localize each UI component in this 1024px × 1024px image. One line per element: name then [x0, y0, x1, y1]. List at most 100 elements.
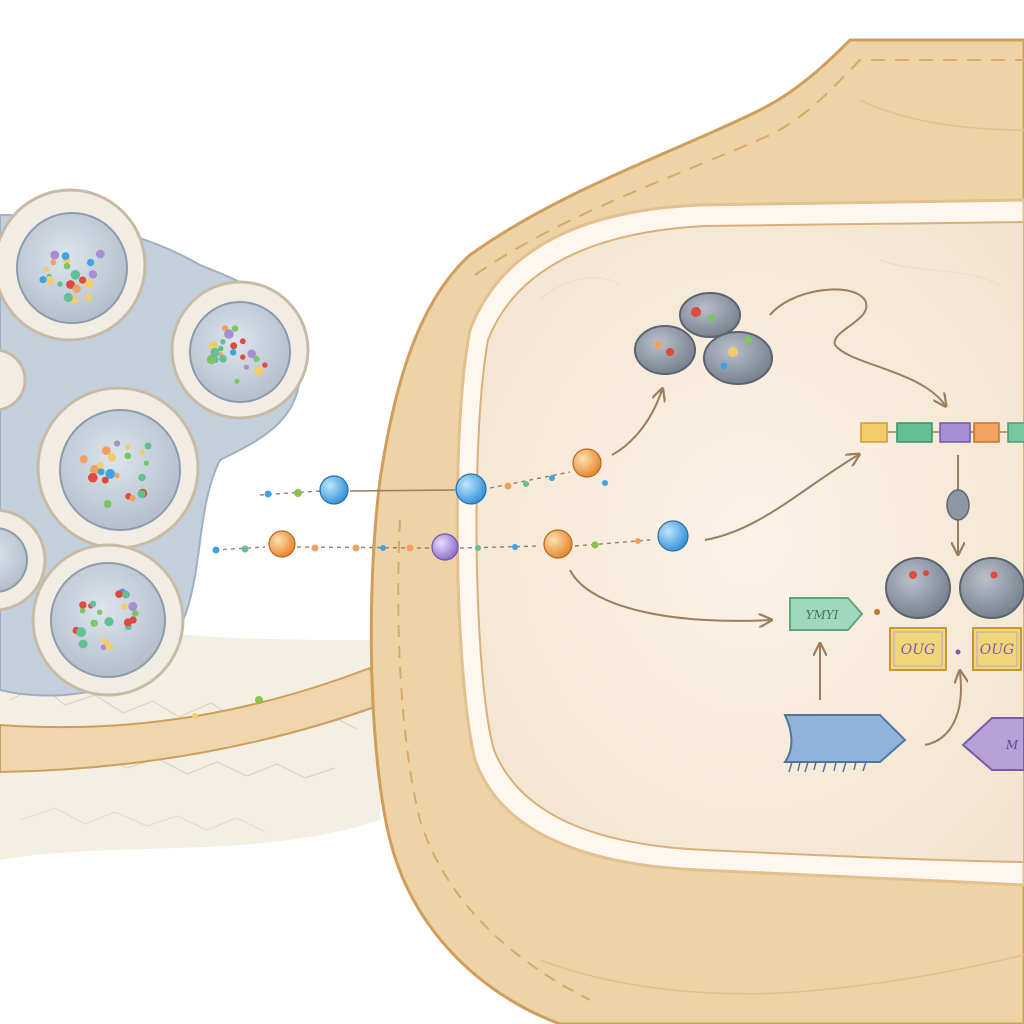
nucleus-granule	[89, 600, 97, 608]
nucleus-granule	[125, 444, 131, 450]
nucleus-granule	[57, 281, 63, 287]
left-protein-box: OUG	[889, 627, 947, 671]
receptor-protein-icon	[783, 714, 907, 773]
nucleus-granule	[123, 618, 132, 627]
nucleus-granule	[231, 325, 239, 332]
cluster-cell-3	[36, 386, 200, 550]
signal-molecule-icon	[431, 533, 459, 561]
nucleus-granule	[137, 490, 146, 499]
nucleus-granule	[88, 472, 98, 483]
nucleus-granule	[50, 259, 57, 266]
receptor-protein-icon: M	[961, 717, 1024, 771]
nucleus-granule	[262, 362, 268, 368]
curved-arrow-icon	[569, 569, 770, 621]
nucleus-granule	[128, 601, 138, 611]
nucleus-granule	[87, 259, 95, 267]
nucleus-granule	[132, 610, 139, 617]
nucleus-granule	[230, 349, 237, 356]
nucleus-granule	[90, 619, 98, 627]
curved-arrow-icon	[924, 672, 961, 746]
nucleus-granule	[100, 644, 107, 650]
ribosome-icon	[885, 557, 951, 619]
nucleus-granule	[234, 378, 240, 384]
nucleus-granule	[114, 472, 120, 479]
nucleus-granule	[97, 609, 103, 615]
nucleus-granule	[101, 476, 109, 484]
signal-molecule-icon	[572, 448, 602, 478]
nucleus-granule	[115, 590, 123, 598]
nucleus-granule	[84, 294, 92, 302]
signal-molecule-icon	[268, 530, 296, 558]
nucleus-granule	[72, 284, 81, 293]
nucleus-granule	[104, 617, 114, 627]
nucleus-granule	[247, 349, 256, 359]
nucleus-granule	[101, 446, 111, 455]
ribosome-icon	[959, 557, 1024, 619]
nucleus-granule	[79, 276, 87, 284]
nucleus-granule	[239, 338, 246, 345]
nucleus-granule	[90, 464, 100, 475]
nucleus-granule	[129, 495, 136, 502]
nucleus-granule	[243, 364, 249, 370]
nucleus-granule	[220, 339, 226, 345]
nucleus-granule	[63, 292, 73, 303]
nucleus-granule	[103, 500, 112, 508]
nucleus-granule	[124, 452, 132, 460]
small-molecule	[955, 649, 961, 655]
cluster-cell-1	[0, 188, 147, 342]
nucleus-granule	[79, 607, 86, 614]
nucleus-granule	[45, 276, 55, 285]
nucleus-granule	[39, 276, 47, 284]
mrna-droplet	[946, 489, 970, 521]
nucleus-granule	[88, 270, 98, 279]
curved-arrow-icon	[611, 390, 662, 456]
cell-cluster-icon	[0, 188, 310, 697]
nucleus-granule	[143, 460, 149, 466]
nucleus-granule	[121, 603, 128, 610]
right-arrow-label: M	[1005, 738, 1019, 752]
signal-molecule-icon	[543, 529, 573, 559]
nucleus-granule	[79, 601, 87, 609]
nucleus-granule	[219, 355, 227, 363]
nucleus-granule	[95, 249, 105, 259]
nucleus-granule	[105, 642, 114, 650]
curved-arrow-icon	[704, 455, 858, 541]
nucleus-granule	[78, 639, 88, 649]
nucleus-granule	[97, 462, 104, 469]
nucleus-granule	[63, 262, 71, 270]
left-box-label: OUG	[901, 642, 935, 658]
mrna-tag-label: YMYI	[806, 608, 839, 622]
nucleus-granule	[122, 590, 130, 599]
nucleus-granule	[254, 366, 264, 376]
nucleus-granule	[240, 354, 246, 360]
cluster-cell-5	[0, 508, 47, 612]
nucleus-granule	[107, 453, 117, 462]
nucleus-granule	[114, 440, 121, 447]
nucleus-granule	[206, 354, 217, 365]
cluster-cell-6	[0, 348, 27, 412]
nucleus-granule	[43, 266, 50, 273]
mrna-tag: YMYI	[789, 597, 864, 631]
nucleus-granule	[70, 270, 81, 280]
signal-pathway	[192, 448, 689, 719]
nucleus-granule	[97, 468, 105, 476]
nucleus-granule	[224, 329, 234, 339]
cytoplasm	[455, 198, 1024, 887]
nucleus-granule	[138, 473, 146, 482]
right-box-label: OUG	[980, 642, 1014, 658]
nucleus-granule	[218, 345, 224, 352]
nucleus-granule	[79, 455, 88, 464]
nucleus-granule	[144, 442, 152, 450]
gene-segment-icon	[860, 422, 1024, 443]
nucleus-granule	[253, 355, 260, 363]
small-molecule	[874, 609, 880, 615]
nucleus-granule	[105, 468, 116, 479]
curved-arrow-icon	[769, 288, 945, 405]
nucleus-granule	[76, 627, 86, 637]
signal-molecule-icon	[319, 475, 349, 505]
nucleus-granule	[139, 449, 146, 455]
cluster-cell-2	[170, 280, 310, 420]
nucleus-granule	[230, 342, 238, 350]
signal-molecule-icon	[455, 473, 487, 505]
